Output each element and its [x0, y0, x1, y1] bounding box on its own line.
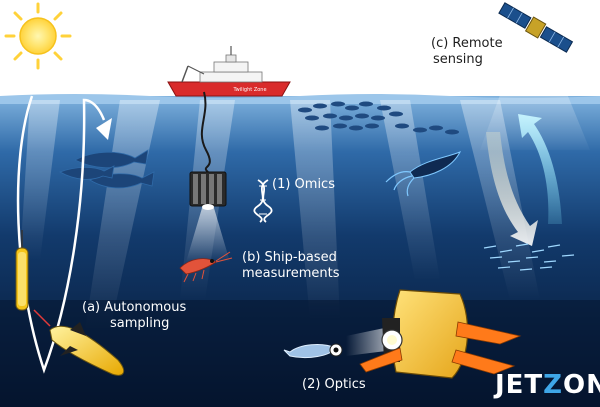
krill-icon [179, 251, 233, 283]
ship-based-label-line2: measurements [242, 266, 340, 281]
optics-fish-icon [283, 343, 343, 359]
satellite-icon [480, 2, 590, 150]
fish-school-icon [298, 101, 459, 135]
ship-based-label-line1: (b) Ship-based [242, 250, 337, 265]
jetzon-logo: JETZON [495, 370, 600, 400]
logo-part2: Z [543, 370, 564, 400]
logo-part3: ON [563, 370, 600, 400]
squid-icon [385, 151, 462, 197]
ship-based-label: (b) Ship-based measurements [242, 250, 339, 282]
logo-part1: JET [495, 370, 544, 400]
sun-icon [4, 2, 72, 70]
dna-icon [253, 179, 273, 223]
sky [0, 0, 600, 100]
tuna-fish-icon [59, 149, 155, 189]
autonomous-label-line1: (a) Autonomous [82, 300, 187, 315]
remote-sensing-label-line1: (c) Remote [431, 36, 503, 51]
optics-lander-icon [359, 289, 522, 379]
profiling-float-icon [15, 230, 29, 311]
optics-beam [346, 326, 394, 356]
glider-icon [33, 309, 125, 376]
autonomous-label: (a) Autonomous sampling [82, 300, 186, 332]
remote-sensing-arrows [486, 114, 562, 246]
glider-path [16, 95, 112, 374]
omics-label: (1) Omics [272, 177, 335, 192]
plankton-icon [483, 243, 575, 271]
research-ship-icon: Twilight Zone [167, 46, 291, 97]
remote-sensing-label: (c) Remote sensing [431, 36, 503, 68]
optics-label: (2) Optics [302, 377, 366, 392]
autonomous-label-line2: sampling [110, 316, 170, 331]
remote-sensing-label-line2: sensing [433, 52, 483, 67]
tether-cable [200, 91, 211, 173]
ship-name: Twilight Zone [232, 87, 266, 93]
sampler-rosette-icon [186, 171, 230, 262]
